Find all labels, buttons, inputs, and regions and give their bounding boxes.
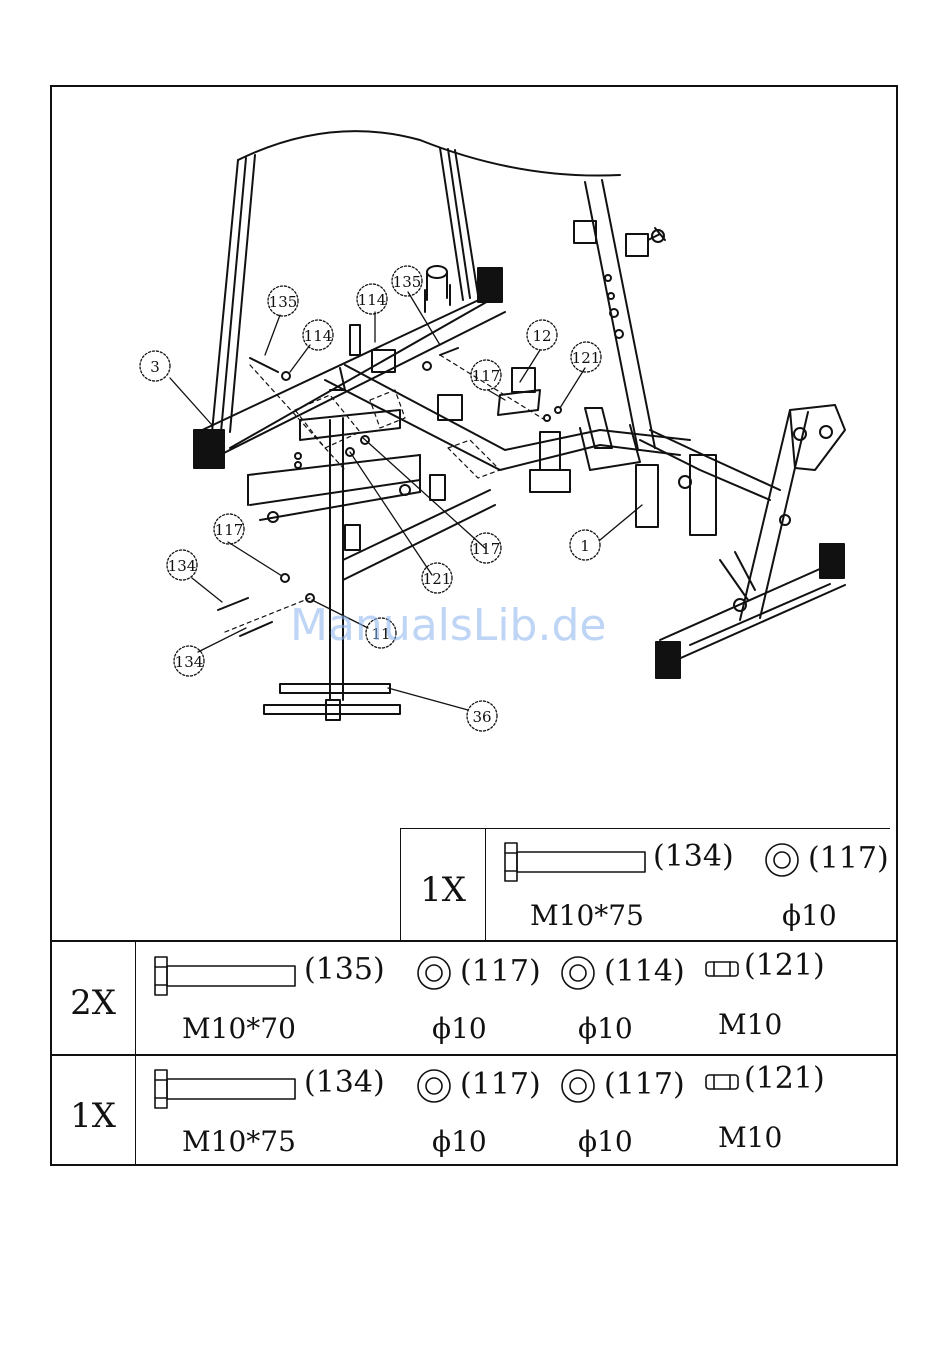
part-spec: M10*75 bbox=[530, 902, 644, 930]
table-col-line-1 bbox=[485, 828, 486, 941]
table-top-line bbox=[400, 828, 890, 829]
row-quantity: 2X bbox=[52, 986, 134, 1020]
part-code: (117) bbox=[604, 1070, 685, 1100]
part-spec: M10 bbox=[718, 1011, 782, 1039]
row-quantity: 1X bbox=[402, 873, 484, 907]
part-code: (117) bbox=[460, 957, 541, 987]
part-code: (117) bbox=[460, 1070, 541, 1100]
part-spec: M10 bbox=[718, 1124, 782, 1152]
part-code: (134) bbox=[653, 842, 734, 872]
part-spec: ϕ10 bbox=[578, 1015, 633, 1043]
part-spec: ϕ10 bbox=[432, 1015, 487, 1043]
part-code: (114) bbox=[604, 957, 685, 987]
table-row-line-1 bbox=[50, 940, 898, 942]
part-code: (121) bbox=[744, 951, 825, 981]
part-code: (121) bbox=[744, 1064, 825, 1094]
part-spec: M10*70 bbox=[182, 1015, 296, 1043]
part-spec: ϕ10 bbox=[432, 1128, 487, 1156]
table-left-line bbox=[400, 828, 401, 941]
part-code: (134) bbox=[304, 1068, 385, 1098]
watermark: ManualsLib.de bbox=[290, 600, 606, 651]
table-col-line-2 bbox=[135, 941, 136, 1166]
part-spec: ϕ10 bbox=[578, 1128, 633, 1156]
part-code: (117) bbox=[808, 844, 889, 874]
row-quantity: 1X bbox=[52, 1099, 134, 1133]
part-code: (135) bbox=[304, 955, 385, 985]
table-row-line-2 bbox=[50, 1054, 898, 1056]
part-spec: M10*75 bbox=[182, 1128, 296, 1156]
part-spec: ϕ10 bbox=[782, 902, 837, 930]
